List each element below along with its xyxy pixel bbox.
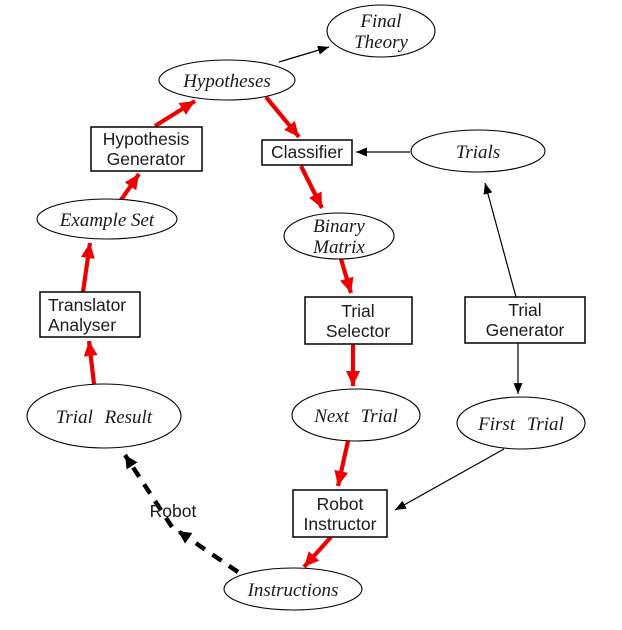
node-final-theory: Final Theory — [326, 4, 436, 58]
trial-result-label: Trial Result — [56, 407, 153, 428]
nodes-layer: Final Theory Hypotheses Hypothesis Gener… — [26, 4, 586, 611]
edge-binary-matrix-to-trial-selector — [338, 258, 354, 294]
node-instructions: Instructions — [223, 567, 363, 611]
hypothesis-generator-label-line2: Generator — [107, 149, 186, 169]
edge-next-trial-to-robot-instructor — [334, 440, 351, 487]
hypothesis-generator-box — [90, 126, 203, 172]
trials-label: Trials — [456, 142, 500, 163]
edge-example-set-to-hypothesis-generator — [119, 172, 141, 202]
robot-edge-label: Robot — [150, 501, 197, 521]
edge-translator-analyser-to-example-set — [80, 242, 95, 293]
final-theory-ellipse — [326, 4, 436, 58]
hypotheses-label: Hypotheses — [182, 71, 271, 92]
instructions-label: Instructions — [247, 580, 339, 601]
translator-analyser-box — [39, 291, 141, 338]
hypothesis-generator-label-line1: Hypothesis — [103, 129, 190, 149]
binary-matrix-label-line2: Matrix — [312, 237, 365, 258]
node-trial-selector: Trial Selector — [304, 296, 413, 345]
binary-matrix-ellipse — [283, 212, 395, 260]
robot-instructor-label-line2: Instructor — [304, 514, 377, 534]
edge-hypotheses-to-final-theory — [278, 45, 330, 63]
node-trial-generator: Trial Generator — [464, 296, 586, 344]
translator-analyser-label-line2: Analyser — [48, 315, 116, 335]
trials-ellipse — [410, 129, 546, 173]
trial-selector-box — [304, 296, 413, 345]
node-hypothesis-generator: Hypothesis Generator — [90, 126, 203, 172]
edge-trial-generator-to-trials — [483, 182, 517, 298]
edge-instructions-to-trial-result-segment-2 — [123, 453, 174, 529]
node-binary-matrix: Binary Matrix — [283, 212, 395, 260]
hypotheses-ellipse — [158, 59, 296, 101]
node-first-trial: First Trial — [456, 396, 586, 450]
next-trial-ellipse — [291, 388, 421, 442]
edges-layer — [80, 45, 523, 574]
instructions-ellipse — [223, 567, 363, 611]
edge-hypothesis-generator-to-hypotheses — [153, 99, 197, 128]
node-trials: Trials — [410, 129, 546, 173]
edge-first-trial-to-robot-instructor — [394, 448, 505, 511]
classifier-box — [261, 139, 353, 166]
next-trial-label: Next Trial — [313, 406, 398, 427]
edge-trial-result-to-translator-analyser — [83, 340, 98, 385]
node-robot-instructor: Robot Instructor — [292, 489, 388, 538]
node-trial-result: Trial Result — [26, 383, 182, 449]
final-theory-label-line2: Theory — [354, 32, 408, 53]
trial-selector-label-line2: Selector — [326, 321, 390, 341]
example-set-ellipse — [36, 198, 178, 240]
robot-instructor-label-line1: Robot — [317, 494, 364, 514]
trial-selector-label-line1: Trial — [341, 301, 374, 321]
node-classifier: Classifier — [261, 139, 353, 166]
first-trial-label: First Trial — [477, 414, 564, 435]
trial-generator-label-line2: Generator — [486, 320, 565, 340]
edge-robot-instructor-to-instructions — [302, 535, 333, 569]
example-set-label: Example Set — [59, 210, 155, 231]
translator-analyser-label-line1: Translator — [48, 295, 126, 315]
classifier-label: Classifier — [271, 142, 343, 162]
trial-result-ellipse — [26, 383, 182, 449]
node-translator-analyser: Translator Analyser — [39, 291, 141, 338]
node-next-trial: Next Trial — [291, 388, 421, 442]
edge-classifier-to-binary-matrix — [299, 165, 324, 209]
binary-matrix-label-line1: Binary — [313, 216, 365, 237]
trial-generator-label-line1: Trial — [508, 300, 541, 320]
robot-instructor-box — [292, 489, 388, 538]
final-theory-label-line1: Final — [359, 11, 401, 32]
edge-hypotheses-to-classifier — [264, 95, 301, 139]
node-hypotheses: Hypotheses — [158, 59, 296, 101]
trial-generator-box — [464, 296, 586, 344]
edge-instructions-to-trial-result-segment-1 — [176, 529, 240, 574]
node-example-set: Example Set — [36, 198, 178, 240]
first-trial-ellipse — [456, 396, 586, 450]
